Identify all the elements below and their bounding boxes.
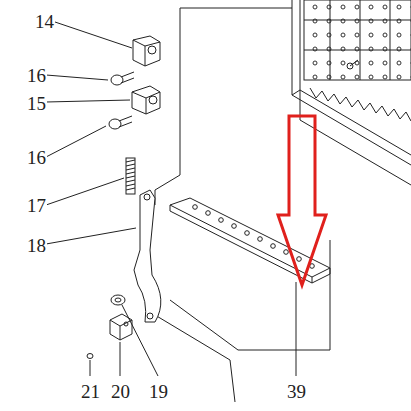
callout-number: 20: [110, 382, 131, 401]
callout-number: 15: [26, 94, 47, 113]
callout-number: 19: [148, 382, 169, 401]
callout-number: 39: [286, 382, 307, 401]
callout-number: 14: [34, 12, 55, 31]
callout-number: 17: [26, 196, 47, 215]
callout-number: 18: [26, 236, 47, 255]
callout-number: 16: [26, 148, 47, 167]
callout-number: 21: [80, 382, 101, 401]
callout-number: 16: [26, 66, 47, 85]
